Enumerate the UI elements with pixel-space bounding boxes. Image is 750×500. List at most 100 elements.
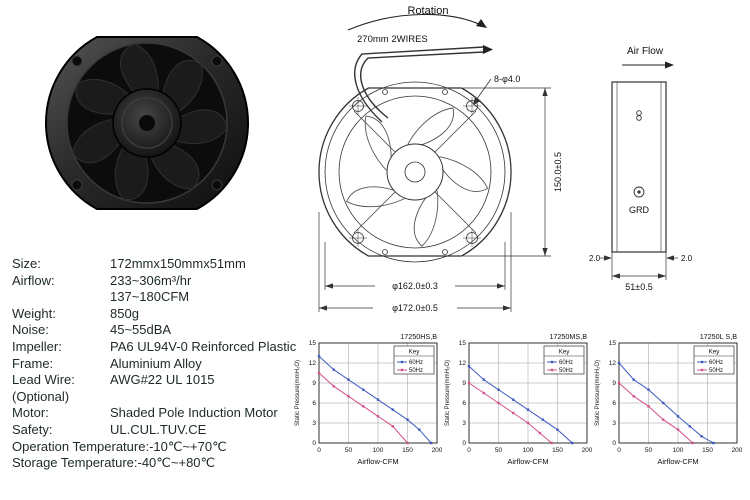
spec-label: (Optional) xyxy=(12,388,70,404)
wire-arrowhead-icon xyxy=(483,45,493,54)
spec-value: 850g xyxy=(110,305,139,321)
series-marker xyxy=(482,378,485,381)
svg-text:9: 9 xyxy=(462,380,466,387)
legend-title: Key xyxy=(409,349,421,356)
chart-title: 17250HS,B xyxy=(400,332,437,341)
svg-text:15: 15 xyxy=(309,340,317,347)
series-marker xyxy=(406,441,409,445)
svg-text:200: 200 xyxy=(582,447,592,454)
side-body xyxy=(611,81,667,253)
series-marker xyxy=(406,418,409,421)
lead-wire xyxy=(354,46,485,123)
series-marker xyxy=(700,435,703,438)
series-marker xyxy=(556,428,559,431)
spec-row: Operation Temperature:-10℃~+70℃ xyxy=(12,439,317,456)
hub-inner-circle xyxy=(404,161,426,183)
svg-text:100: 100 xyxy=(673,447,684,454)
spec-row: Size:172mmx150mmx51mm xyxy=(12,256,317,273)
depth-dimension xyxy=(611,252,667,280)
height-dimension xyxy=(463,87,551,257)
svg-text:6: 6 xyxy=(312,400,316,407)
spec-value: Aluminium Alloy xyxy=(110,355,202,371)
spec-label: Airflow: xyxy=(12,272,55,288)
spec-row: (Optional) xyxy=(12,389,317,406)
spec-label: Noise: xyxy=(12,322,49,338)
spec-label xyxy=(12,289,110,306)
fan-photo xyxy=(44,36,250,210)
spec-label: Operation Temperature: xyxy=(12,438,150,454)
series-marker xyxy=(632,378,635,381)
svg-text:50: 50 xyxy=(495,447,503,454)
spec-row: Impeller: PA6 UL94V-0 Reinforced Plastic xyxy=(12,339,317,356)
svg-text:50: 50 xyxy=(645,447,653,454)
struts xyxy=(353,110,477,234)
mounting-holes xyxy=(349,89,481,255)
series-marker xyxy=(676,428,680,431)
spec-value: 45~55dBA xyxy=(110,322,172,338)
svg-text:9: 9 xyxy=(612,380,616,387)
frame-outline xyxy=(318,87,512,257)
series-line xyxy=(618,362,714,444)
svg-text:50: 50 xyxy=(345,447,353,454)
series-marker xyxy=(538,431,541,435)
svg-text:3: 3 xyxy=(612,420,616,427)
spec-row: Motor:Shaded Pole Induction Motor xyxy=(12,405,317,422)
spec-value: 172mmx150mmx51mm xyxy=(110,256,246,271)
series-marker xyxy=(391,425,394,428)
svg-text:9: 9 xyxy=(312,380,316,387)
spec-label: Safety: xyxy=(12,421,53,437)
bolt-circle xyxy=(324,81,506,263)
svg-text:150: 150 xyxy=(552,447,563,454)
series-marker xyxy=(376,415,380,418)
legend-entry-label: 50Hz xyxy=(709,368,723,374)
series-marker xyxy=(526,408,530,411)
spec-label: Motor: xyxy=(12,405,49,421)
legend-title: Key xyxy=(559,349,571,356)
series-marker xyxy=(691,441,694,445)
series-marker xyxy=(550,441,553,445)
lead-wire xyxy=(360,51,485,119)
fan-hub-ring xyxy=(121,97,173,149)
terminal-mark xyxy=(636,110,642,121)
series-marker xyxy=(376,398,380,401)
spec-row: Storage Temperature:-40℃~+80℃ xyxy=(12,455,317,472)
inner-dia-label: φ162.0±0.3 xyxy=(392,281,438,291)
legend-title: Key xyxy=(709,349,721,356)
svg-text:200: 200 xyxy=(432,447,442,454)
series-marker xyxy=(317,355,321,358)
series-marker xyxy=(541,418,544,421)
height-dim-label: 150.0±0.5 xyxy=(553,152,563,192)
svg-text:100: 100 xyxy=(373,447,384,454)
series-marker xyxy=(391,408,394,411)
rotation-arrow xyxy=(347,13,484,31)
series-line xyxy=(618,382,694,444)
fan-hub-center xyxy=(139,115,155,131)
svg-text:0: 0 xyxy=(612,440,616,447)
svg-text:12: 12 xyxy=(609,360,617,367)
series-marker xyxy=(662,401,665,405)
spec-label: Impeller: xyxy=(12,338,62,354)
svg-text:3: 3 xyxy=(312,420,316,427)
spec-value: 137~180CFM xyxy=(110,289,190,305)
spec-label: Frame: xyxy=(12,355,54,371)
series-marker xyxy=(647,405,650,408)
legend-box xyxy=(693,345,735,375)
spec-row: Frame: Aluminium Alloy xyxy=(12,356,317,373)
outer-dia-dimension xyxy=(318,212,512,312)
series-marker xyxy=(347,378,350,381)
series-marker xyxy=(362,388,365,391)
x-axis-label: Airflow-CFM xyxy=(507,457,548,466)
series-marker xyxy=(571,441,574,445)
spec-row: Lead Wire:AWG#22 UL 1015 xyxy=(12,372,317,389)
spec-value: PA6 UL94V-0 Reinforced Plastic xyxy=(110,338,297,354)
svg-text:0: 0 xyxy=(317,447,321,454)
spec-row: Weight:850g xyxy=(12,306,317,323)
spec-label: Lead Wire: xyxy=(12,372,75,388)
series-marker xyxy=(617,361,621,365)
chart-title: 17250L S,B xyxy=(700,332,738,341)
svg-text:200: 200 xyxy=(732,447,742,454)
fan-screw xyxy=(211,179,223,191)
